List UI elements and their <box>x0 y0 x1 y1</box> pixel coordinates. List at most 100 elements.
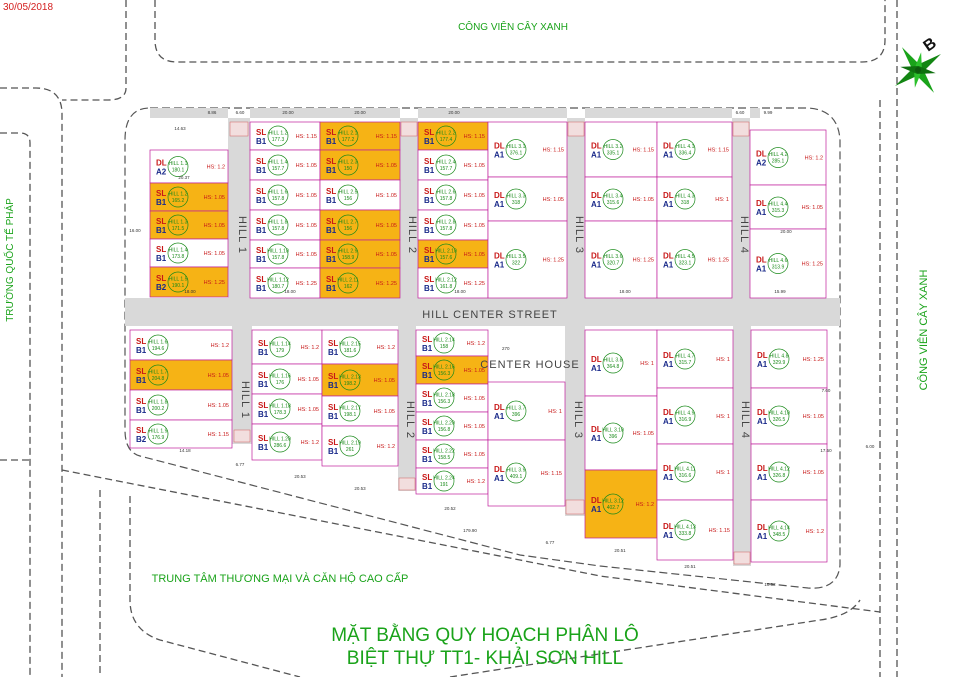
lot-parcel[interactable] <box>415 439 489 469</box>
lot-parcel[interactable] <box>417 209 489 241</box>
lot-parcel[interactable] <box>584 395 658 471</box>
lot-parcel[interactable] <box>487 121 568 178</box>
lot-parcel[interactable] <box>319 121 401 151</box>
lot-parcel[interactable] <box>415 355 489 385</box>
lot-parcel[interactable] <box>149 149 229 184</box>
lot-parcel[interactable] <box>584 329 658 397</box>
lot-parcel[interactable] <box>415 329 489 357</box>
lot-parcel[interactable] <box>415 411 489 441</box>
lot-parcel[interactable] <box>584 176 658 222</box>
lot-parcel[interactable] <box>487 439 566 507</box>
lot-parcel[interactable] <box>149 182 229 212</box>
lot-parcel[interactable] <box>149 210 229 240</box>
lot-parcel[interactable] <box>417 267 489 299</box>
lot-parcel[interactable] <box>417 149 489 181</box>
lot-parcel[interactable] <box>584 121 658 178</box>
lot-parcel[interactable] <box>656 121 733 178</box>
lot-parcel[interactable] <box>319 209 401 241</box>
lot-parcel[interactable] <box>415 383 489 413</box>
lot-parcel[interactable] <box>584 220 658 299</box>
lot-parcel[interactable] <box>319 267 401 299</box>
lot-parcel[interactable] <box>251 423 323 461</box>
lot-parcel[interactable] <box>417 239 489 269</box>
lot-parcel[interactable] <box>487 220 568 299</box>
lot-parcel[interactable] <box>249 209 321 241</box>
lot-parcel[interactable] <box>417 121 489 151</box>
lot-parcel[interactable] <box>249 267 321 299</box>
lot-parcel[interactable] <box>656 220 733 299</box>
lot-parcel[interactable] <box>319 149 401 181</box>
lot-parcel[interactable] <box>656 176 733 222</box>
lot-parcel[interactable] <box>249 179 321 211</box>
lot-parcel[interactable] <box>249 239 321 269</box>
lot-parcel[interactable] <box>249 121 321 151</box>
lot-parcel[interactable] <box>249 149 321 181</box>
lot-parcel[interactable] <box>149 266 229 298</box>
lot-parcel[interactable] <box>251 363 323 395</box>
lot-parcel[interactable] <box>319 239 401 269</box>
lot-parcel[interactable] <box>251 329 323 365</box>
lot-parcel[interactable] <box>319 179 401 211</box>
lot-parcel[interactable] <box>415 467 489 495</box>
lot-parcel[interactable] <box>417 179 489 211</box>
